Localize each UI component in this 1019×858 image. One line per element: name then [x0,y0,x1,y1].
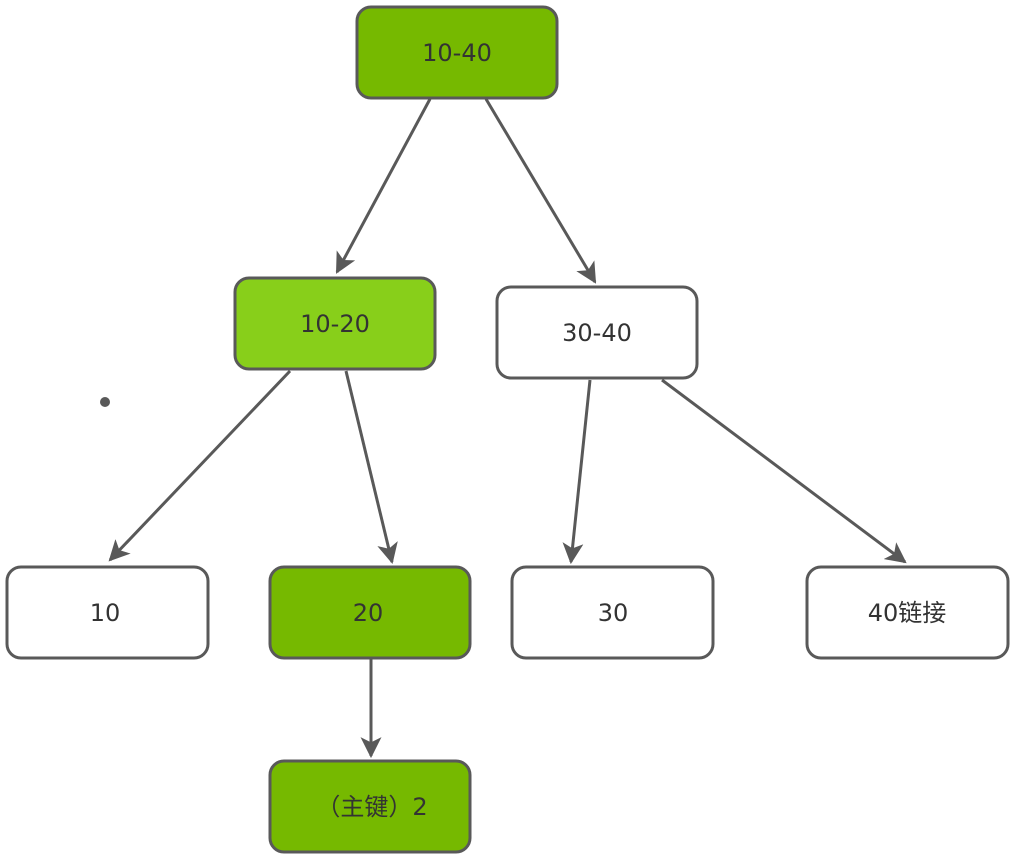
dot-marker [100,397,110,407]
node-leaf-40: 40链接 [805,565,1010,660]
node-leaf-20: 20 [268,565,472,660]
node-root-label: 10-40 [422,39,492,67]
edge-root-to-right [484,98,597,284]
edge-root-to-left [335,98,432,274]
node-left-mid: 10-20 [233,276,437,371]
node-leaf-30-label: 30 [598,599,629,627]
node-leaf-30: 30 [510,565,715,660]
node-left-mid-label: 10-20 [300,310,370,338]
node-primary-key: （主键）2 [268,759,472,854]
edge-right-to-leaf-40 [661,378,907,564]
node-root: 10-40 [355,5,559,100]
node-primary-key-label: （主键）2 [316,793,427,821]
node-right-mid: 30-40 [495,285,699,380]
edge-right-to-leaf-30 [562,379,592,565]
node-leaf-40-label: 40链接 [868,599,947,627]
edge-left-to-leaf-20 [344,370,398,565]
node-leaf-10-label: 10 [90,599,121,627]
node-leaf-10: 10 [5,565,210,660]
node-leaf-20-label: 20 [353,599,384,627]
node-right-mid-label: 30-40 [562,319,632,347]
edge-left-to-leaf-10 [108,369,292,562]
